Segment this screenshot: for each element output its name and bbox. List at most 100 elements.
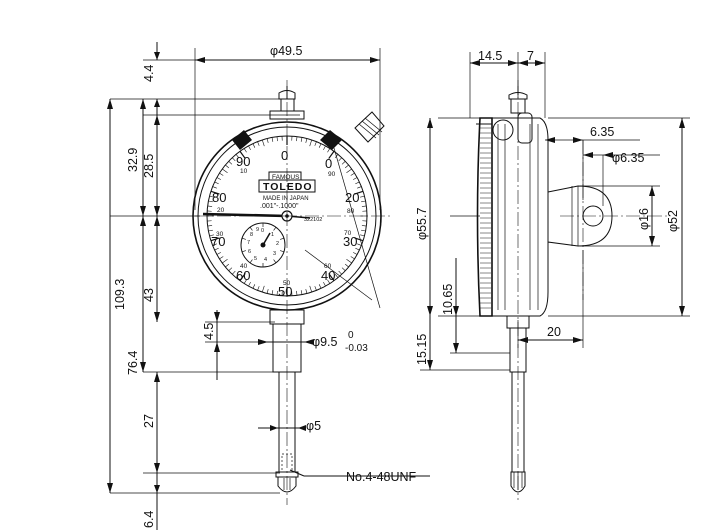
- dial-tick: [276, 290, 278, 296]
- overall-height-label: 109.3: [113, 279, 127, 310]
- case-diameter-label: φ52: [666, 210, 680, 232]
- stem-diameter-label: φ9.5: [312, 335, 338, 349]
- svg-text:0: 0: [261, 228, 264, 234]
- dial-tick: [361, 225, 367, 227]
- spindle-length-label: 27: [142, 414, 156, 428]
- dial-tick: [354, 237, 364, 242]
- dial-tick: [208, 229, 213, 232]
- svg-text:7: 7: [247, 240, 250, 246]
- stem-offset-label: 20: [547, 325, 561, 339]
- dial-tick: [257, 141, 260, 146]
- dial-tick: [300, 137, 303, 142]
- svg-text:90: 90: [328, 171, 336, 178]
- side-view: 14.5 7 6.35 φ6.35: [415, 49, 690, 500]
- bezel-knurl: [480, 127, 491, 309]
- dial-tick: [309, 285, 313, 293]
- dial-tick: [235, 154, 240, 159]
- dial-tick: [353, 252, 358, 255]
- center-to-stem-label: 43: [142, 288, 156, 302]
- stem-gap-label: 4.5: [202, 323, 216, 340]
- dial-tick: [219, 172, 224, 176]
- dial-tick: [334, 273, 339, 278]
- dial-tick: [360, 195, 365, 198]
- sub-dial-graduations: [241, 223, 285, 267]
- dial-tick: [210, 237, 220, 242]
- dial-tick: [207, 205, 213, 207]
- dial-tick: [318, 143, 322, 148]
- svg-text:80: 80: [347, 208, 355, 215]
- dial-tick: [222, 168, 228, 174]
- dial-tick: [248, 282, 251, 287]
- dial-tick: [341, 267, 346, 271]
- range-label: .001"-.1000": [260, 203, 299, 210]
- dial-tick: [338, 270, 342, 275]
- dial-tick: [341, 161, 346, 165]
- dial-tick: [296, 136, 298, 142]
- svg-text:80: 80: [212, 190, 226, 205]
- back-depth-label: 7: [527, 49, 534, 63]
- dial-tick: [276, 136, 278, 142]
- dial-tick: [248, 145, 251, 150]
- sub-dial-tick: [273, 226, 277, 231]
- lower-total-label: 76.4: [126, 351, 140, 375]
- dial-tick: [212, 243, 217, 246]
- dial-tick: [214, 181, 219, 185]
- dial-tick: [235, 273, 240, 278]
- dial-tick: [350, 256, 355, 260]
- dial-tick: [328, 273, 335, 282]
- sub-dial-labels: 0 1 2 3 4 5 6 7 8 9: [247, 227, 279, 263]
- dial-tick: [361, 229, 366, 232]
- dial-tick: [305, 138, 308, 143]
- dial-tick: [257, 286, 260, 291]
- sub-dial-tick: [249, 259, 253, 264]
- dial-tick: [225, 164, 230, 169]
- dial-tick: [300, 290, 303, 295]
- dial-tick: [354, 190, 364, 195]
- brand-top: FAMOUS: [272, 174, 300, 181]
- dial-tick: [225, 263, 230, 268]
- stem-tolerance-top: 0: [348, 330, 354, 341]
- lug-hole-label: φ6.35: [612, 151, 644, 165]
- dial-tick: [252, 143, 256, 148]
- dial-tick: [323, 282, 326, 287]
- dial-tick: [266, 289, 269, 294]
- lug-offset-label: 6.35: [590, 125, 614, 139]
- dial-tick: [338, 157, 342, 162]
- dial-major-labels: 0 0 20 30 40 50 60 70 80 90: [211, 148, 359, 299]
- svg-text:0: 0: [325, 156, 332, 171]
- dial-tick: [252, 284, 256, 289]
- dial-tick: [239, 150, 246, 159]
- svg-text:40: 40: [240, 263, 248, 270]
- dial-tick: [355, 181, 360, 185]
- dial-tick: [208, 200, 213, 203]
- svg-text:5: 5: [254, 256, 257, 262]
- upper-inner-label: 28.5: [142, 154, 156, 178]
- dial-tick: [216, 177, 221, 180]
- svg-text:4: 4: [264, 257, 267, 263]
- top-gap-label: 4.4: [142, 65, 156, 82]
- lug-diameter-label: φ16: [637, 208, 651, 230]
- stem-tolerance-bottom: -0.03: [345, 343, 368, 354]
- dial-tick: [232, 270, 236, 275]
- dial-tick: [350, 172, 355, 176]
- thread-spec-label: No.4-48UNF: [346, 470, 417, 484]
- svg-text:3: 3: [273, 251, 276, 257]
- dial-tick: [232, 157, 236, 162]
- bottom-gap-label: 6.4: [142, 511, 156, 528]
- sub-dial-tick: [273, 259, 277, 264]
- body-diameter-label: φ55.7: [415, 208, 429, 240]
- dial-tick: [355, 247, 360, 251]
- svg-text:60: 60: [324, 263, 332, 270]
- dial-tick: [239, 273, 246, 282]
- dial-tick: [309, 139, 313, 147]
- dial-tick: [361, 200, 366, 203]
- sub-dial-tick: [249, 226, 253, 231]
- brand-name: TOLEDO: [263, 181, 313, 193]
- svg-text:30: 30: [343, 234, 357, 249]
- dial-tick: [344, 263, 349, 268]
- serial-label: 322102: [304, 217, 322, 223]
- made-in-label: MADE IN JAPAN: [263, 196, 309, 202]
- dial-tick: [216, 252, 221, 255]
- dial-tick: [353, 177, 358, 180]
- svg-text:2: 2: [276, 241, 279, 247]
